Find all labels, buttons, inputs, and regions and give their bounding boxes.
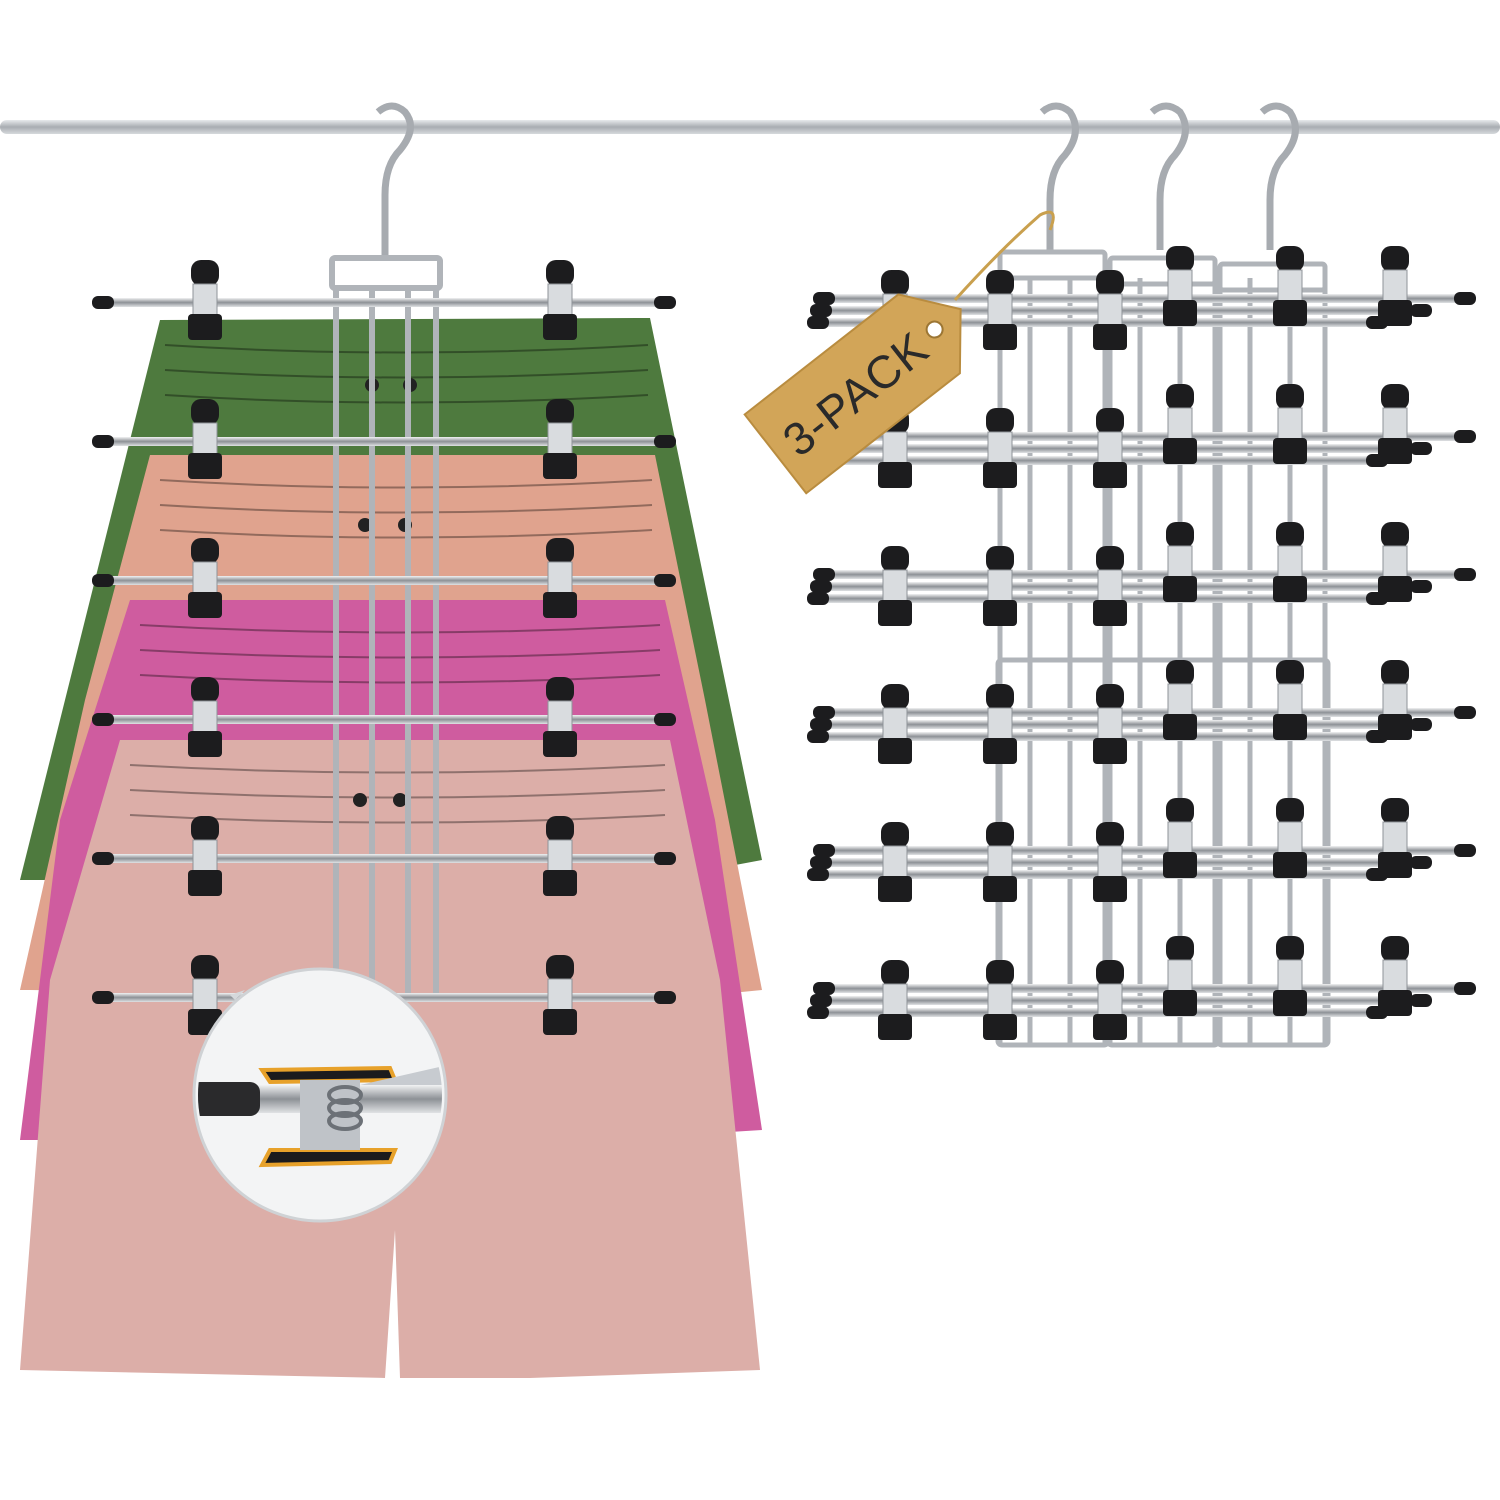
shorts-stack (20, 318, 762, 1378)
hanger-tier-bar (813, 706, 1476, 719)
trouser-clip (1093, 684, 1127, 764)
trouser-clip (543, 955, 577, 1035)
trouser-clip (878, 960, 912, 1040)
trouser-clip (543, 260, 577, 340)
trouser-clip (983, 270, 1017, 350)
trouser-clip (983, 960, 1017, 1040)
trouser-clip (1163, 522, 1197, 602)
trouser-clip (543, 677, 577, 757)
hanger-hook (1039, 102, 1079, 250)
trouser-clip (1273, 246, 1307, 326)
hanger-hook (1259, 102, 1299, 250)
hanger-tier-bar (92, 713, 676, 726)
trouser-clip (188, 399, 222, 479)
trouser-clip (1163, 660, 1197, 740)
hanger-left (329, 102, 443, 1000)
trouser-clip (1163, 246, 1197, 326)
trouser-clip (983, 822, 1017, 902)
trouser-clip (543, 538, 577, 618)
trouser-clip (1273, 522, 1307, 602)
hanger-frame-top (1107, 255, 1218, 287)
trouser-clip (1093, 960, 1127, 1040)
trouser-clip (1163, 936, 1197, 1016)
trouser-clip (878, 684, 912, 764)
trouser-clip (1273, 798, 1307, 878)
hangers-right-hooks (1039, 102, 1299, 250)
trouser-clip (1378, 936, 1412, 1016)
hanger-tier-bar (813, 292, 1476, 305)
trouser-clip (983, 408, 1017, 488)
hangers-right-frames (995, 249, 1331, 1048)
hanger-tier-bar (92, 435, 676, 448)
hanger-tier-bar (92, 574, 676, 587)
trouser-clip (878, 822, 912, 902)
trouser-clip (1273, 660, 1307, 740)
trouser-clip (1378, 798, 1412, 878)
trouser-clip (1273, 384, 1307, 464)
pack-tag (743, 293, 962, 495)
trouser-clip (1378, 660, 1412, 740)
hanger-tier-bar (92, 296, 676, 309)
trouser-clip (543, 816, 577, 896)
hanger-tier-bar (813, 982, 1476, 995)
trouser-clip (1093, 822, 1127, 902)
trouser-clip (983, 684, 1017, 764)
hanger-tier-bar (813, 430, 1476, 443)
hanger-hook (1149, 102, 1189, 250)
trouser-clip (188, 816, 222, 896)
trouser-clip (1378, 522, 1412, 602)
hanger-tier-bar (813, 568, 1476, 581)
closet-rod (0, 120, 1500, 134)
trouser-clip (1093, 408, 1127, 488)
trouser-clip (1163, 798, 1197, 878)
hanger-frame-top (997, 249, 1108, 281)
hanger-tier-bar (92, 852, 676, 865)
trouser-clip (1378, 384, 1412, 464)
hanger-tier-bar (813, 844, 1476, 857)
trouser-clip (1273, 936, 1307, 1016)
trouser-clip (1163, 384, 1197, 464)
trouser-clip (1378, 246, 1412, 326)
trouser-clip (188, 677, 222, 757)
trouser-clip (188, 260, 222, 340)
trouser-clip (878, 546, 912, 626)
hanger-hook (375, 102, 414, 255)
clip-closeup-icon (192, 967, 448, 1223)
hanger-frame-top (1217, 261, 1328, 293)
trouser-clip (878, 408, 912, 488)
trouser-clip (1093, 270, 1127, 350)
trouser-clip (188, 538, 222, 618)
trouser-clip (983, 546, 1017, 626)
hangers-right-tiers (807, 246, 1476, 1040)
trouser-clip (1093, 546, 1127, 626)
trouser-clip (543, 399, 577, 479)
